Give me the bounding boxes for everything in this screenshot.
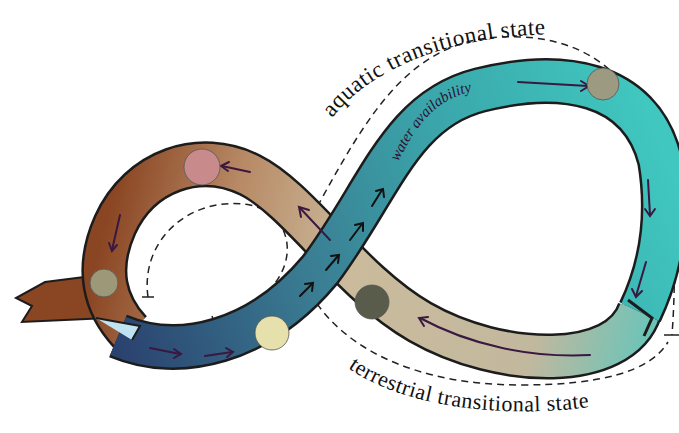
state-label: terrestrial transitional state xyxy=(345,351,590,416)
state-label: terrestrial transitional state xyxy=(345,351,590,416)
ribbon-tear xyxy=(96,318,140,340)
aquatic-ribbon xyxy=(118,81,664,347)
ribbon-tear xyxy=(628,300,652,336)
direction-arrow xyxy=(300,189,384,296)
flow-label: water availability xyxy=(387,79,474,163)
flow-label: water availability xyxy=(387,79,474,163)
ribbon-outline xyxy=(118,81,664,347)
state-circle xyxy=(90,68,619,350)
flow-arrow xyxy=(109,81,655,358)
